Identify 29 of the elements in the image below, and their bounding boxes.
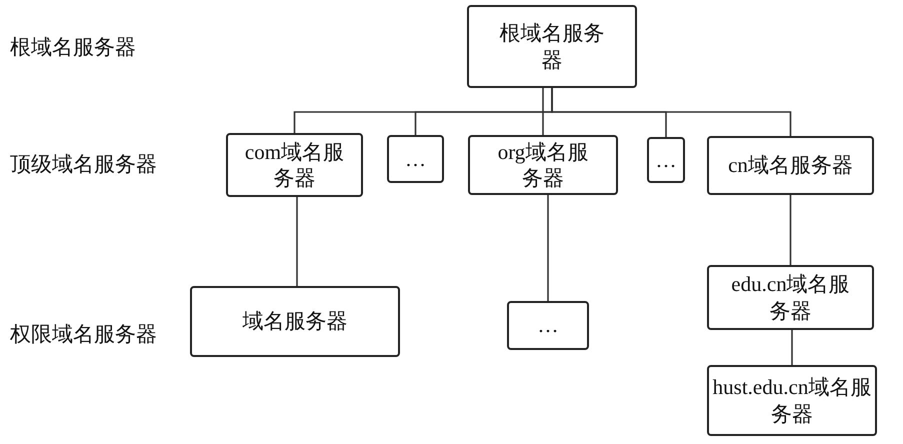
server-label: 域名服务器 [242, 308, 348, 335]
server-box [707, 265, 874, 330]
connector-line [547, 195, 549, 301]
connector-line [791, 330, 793, 365]
server-box [387, 135, 444, 183]
connector-line [296, 197, 298, 286]
server-box [507, 301, 589, 350]
server-box [707, 136, 874, 195]
level-label: 权限域名服务器 [10, 321, 157, 348]
server-label: … [538, 312, 558, 339]
connector-line [551, 88, 792, 136]
server-box [707, 365, 877, 436]
connector-line [790, 195, 792, 265]
level-label: 顶级域名服务器 [10, 151, 157, 178]
server-label: cn域名服务器 [728, 152, 853, 179]
server-label: edu.cn域名服务器 [730, 271, 850, 324]
server-box [467, 5, 637, 88]
server-label: hust.edu.cn域名服务器 [712, 374, 872, 427]
server-label: org域名服务器 [496, 138, 590, 192]
server-label: com域名服务器 [244, 138, 346, 192]
server-label: 根域名服务器 [498, 20, 606, 73]
server-label: … [656, 146, 676, 174]
server-box [190, 286, 400, 357]
server-box [468, 135, 618, 195]
server-label: … [405, 146, 426, 172]
server-box [226, 133, 363, 197]
server-box [647, 137, 685, 183]
level-label: 根域名服务器 [10, 34, 136, 61]
connector-line [542, 88, 544, 135]
